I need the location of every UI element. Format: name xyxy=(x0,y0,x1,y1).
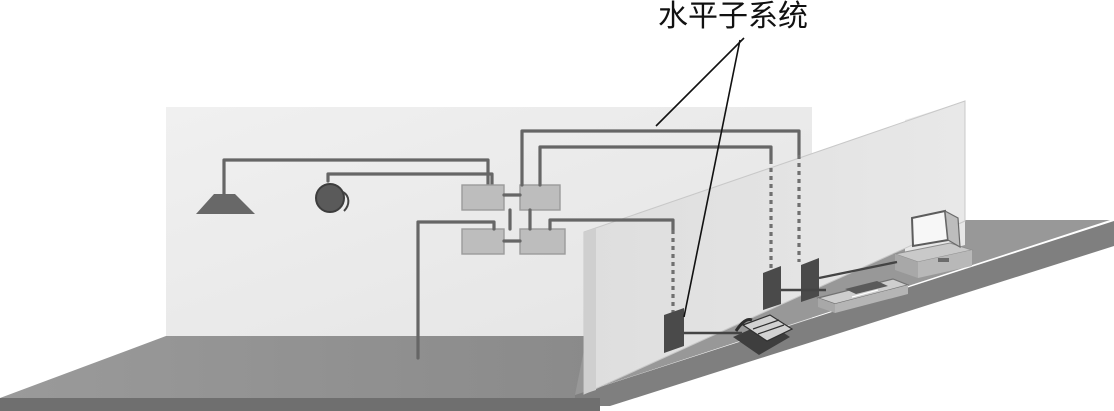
computer-cable xyxy=(818,260,898,280)
fax-machine-icon xyxy=(815,278,910,313)
ceiling-lamp-icon xyxy=(196,194,255,214)
upper-cable-two xyxy=(538,145,773,187)
floor-down-cable xyxy=(416,220,496,360)
label-leader-two xyxy=(683,39,741,318)
outlet-cable-lower xyxy=(548,218,675,232)
floor-right-edge xyxy=(575,221,1114,406)
upper-cable-one xyxy=(520,129,801,187)
floor-front-edge xyxy=(0,398,600,411)
partition-edge xyxy=(584,228,596,394)
floor-left xyxy=(0,336,600,406)
horizontal-subsystem-label: 水平子系统 xyxy=(658,0,808,34)
detector-cable xyxy=(326,172,494,191)
telephone-icon xyxy=(733,314,794,355)
junction-boxes xyxy=(461,184,566,255)
wall-outlets xyxy=(664,258,819,353)
detector-mark xyxy=(342,191,350,212)
computer-icon xyxy=(893,209,974,278)
smoke-detector-icon xyxy=(315,183,345,213)
label-leader-one xyxy=(655,37,745,127)
